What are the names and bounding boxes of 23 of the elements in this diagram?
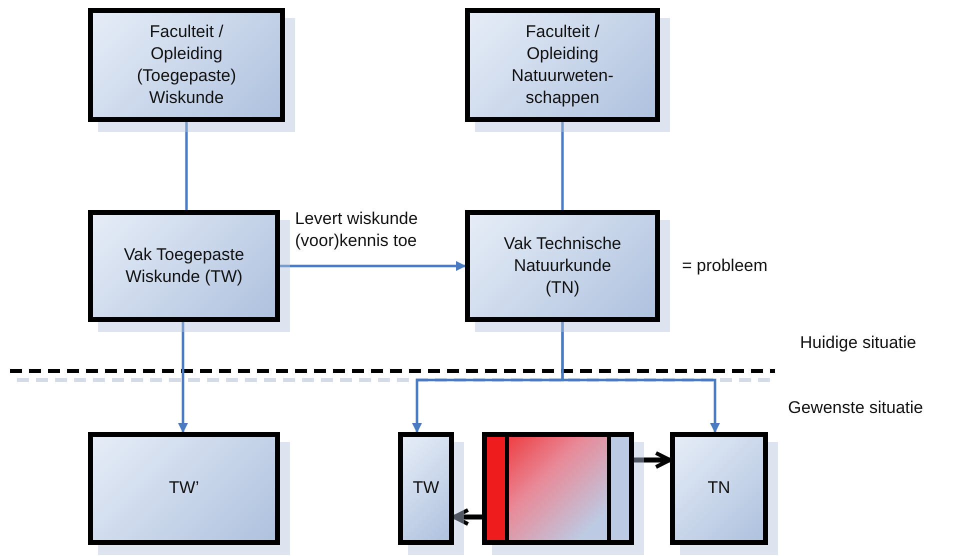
arrow [178,322,188,433]
arrow [634,451,672,469]
box-label: Faculteit / Opleiding (Toegepaste) Wiskunde [136,20,238,110]
box-label: TW [412,477,440,500]
process-box [88,210,280,322]
note-text: Gewenste situatie [788,398,924,418]
note-text: Huidige situatie [800,333,916,353]
note-text: = probleem [682,256,768,276]
box-label: Faculteit / Opleiding Natuurweten-schappen [510,20,615,110]
box-label: Vak Technische Natuurkunde (TN) [502,232,622,300]
arrow [452,508,482,526]
process-box [465,210,660,322]
box-label: TW’ [168,477,200,500]
box-label: Vak Toegepaste Wiskunde (TW) [122,244,246,288]
process-box [670,432,768,545]
process-box [88,432,280,545]
process-box [465,8,660,122]
arrow [561,322,720,433]
process-box [88,8,285,122]
box-label: TN [708,477,730,500]
tool-box [482,432,634,545]
process-box [398,432,454,545]
arrow [280,261,466,271]
